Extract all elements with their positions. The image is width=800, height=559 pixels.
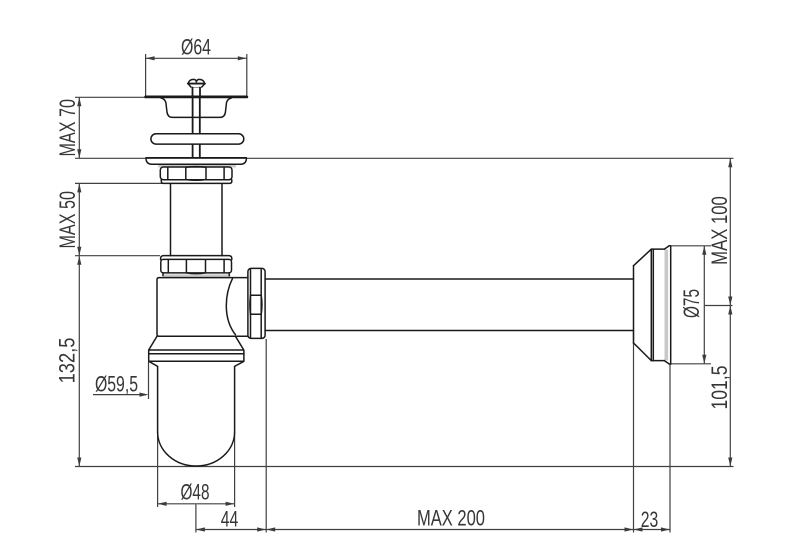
svg-text:44: 44 — [221, 507, 239, 532]
svg-text:Ø75: Ø75 — [679, 289, 704, 318]
svg-text:132,5: 132,5 — [55, 338, 80, 384]
svg-text:Ø64: Ø64 — [181, 35, 211, 60]
svg-text:Ø59,5: Ø59,5 — [95, 372, 138, 397]
svg-text:MAX 70: MAX 70 — [55, 99, 80, 157]
svg-text:Ø48: Ø48 — [181, 480, 210, 505]
svg-text:23: 23 — [641, 507, 659, 532]
svg-text:MAX 200: MAX 200 — [417, 506, 485, 531]
svg-text:MAX 50: MAX 50 — [55, 191, 80, 249]
svg-text:101,5: 101,5 — [707, 366, 732, 410]
svg-text:MAX 100: MAX 100 — [707, 196, 732, 265]
